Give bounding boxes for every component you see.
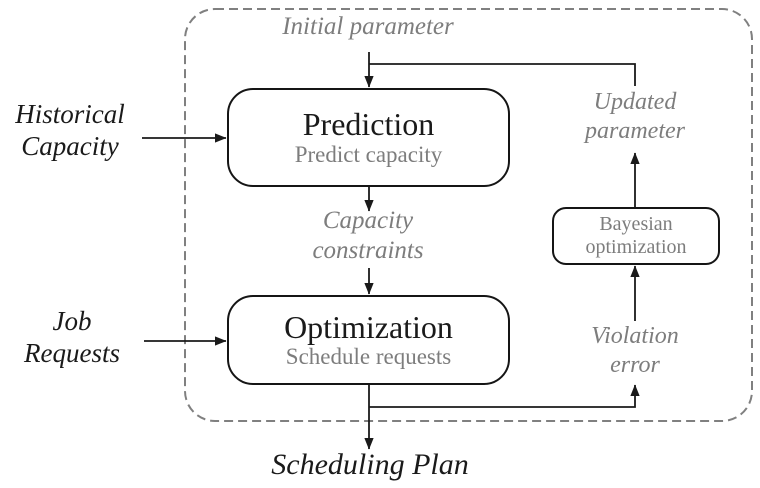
capacity-constraints-label: Capacity constraints	[312, 207, 424, 264]
optimization-title: Optimization	[284, 308, 453, 345]
prediction-title: Prediction	[302, 106, 435, 143]
bayesian-optimization-node: Bayesian optimization	[552, 207, 720, 265]
arrow-output-to-violation	[369, 384, 640, 408]
system-boundary-dashed-box	[184, 8, 753, 422]
bayesian-optimization-label: Bayesian optimization	[585, 213, 687, 258]
violation-error-label: Violation error	[591, 323, 679, 378]
job-requests-label: Job Requests	[24, 306, 120, 368]
prediction-subtitle: Predict capacity	[294, 141, 443, 167]
historical-capacity-label: Historical Capacity	[15, 99, 125, 161]
scheduling-plan-label: Scheduling Plan	[271, 448, 469, 481]
optimization-node: Optimization Schedule requests	[227, 295, 510, 385]
initial-parameter-label: Initial parameter	[282, 13, 454, 40]
prediction-node: Prediction Predict capacity	[227, 88, 510, 187]
optimization-subtitle: Schedule requests	[285, 344, 452, 370]
updated-parameter-label: Updated parameter	[585, 89, 685, 144]
line-updated-to-prediction	[369, 63, 636, 86]
